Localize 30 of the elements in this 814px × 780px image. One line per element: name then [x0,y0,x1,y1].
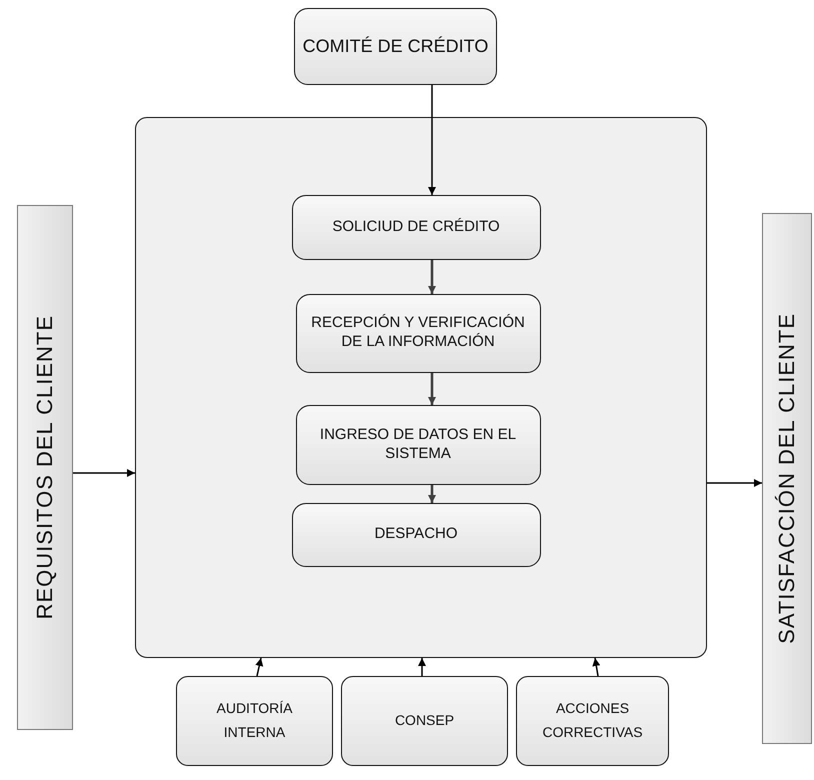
vertical-label-box [762,213,812,744]
arrow [428,85,436,195]
arrow [428,485,436,503]
box-label: INGRESO DE DATOS EN EL SISTEMA [318,426,518,464]
arrow [592,658,600,676]
vertical-label-box [17,205,73,730]
arrow [428,373,436,405]
process-box [296,294,540,372]
process-box [292,502,540,566]
arrow [418,658,426,676]
arrow [428,260,436,294]
vertical-label: REQUISITOS DEL CLIENTE [32,315,58,620]
vertical-label: SATISFACCIÓN DEL CLIENTE [774,313,800,644]
box-label: DESPACHO [374,525,458,544]
process-container [135,117,707,658]
box-label: CONSEP [394,711,454,730]
box-label: ACCIONES CORRECTIVAS [542,699,643,742]
input-box [176,676,333,766]
box-label: SOLICIUD DE CRÉDITO [332,218,500,236]
arrow [73,469,135,477]
process-box [292,194,540,260]
arrow [255,658,264,676]
input-box [516,676,669,766]
box-label: COMITÉ DE CRÉDITO [302,35,488,58]
process-box [294,8,497,85]
process-box [296,404,540,484]
input-box [341,676,508,766]
box-label: AUDITORÍA INTERNA [216,699,294,742]
box-label: RECEPCIÓN Y VERIFICACIÓN DE LA INFORMACIÓN [310,314,526,352]
arrow [707,479,762,487]
